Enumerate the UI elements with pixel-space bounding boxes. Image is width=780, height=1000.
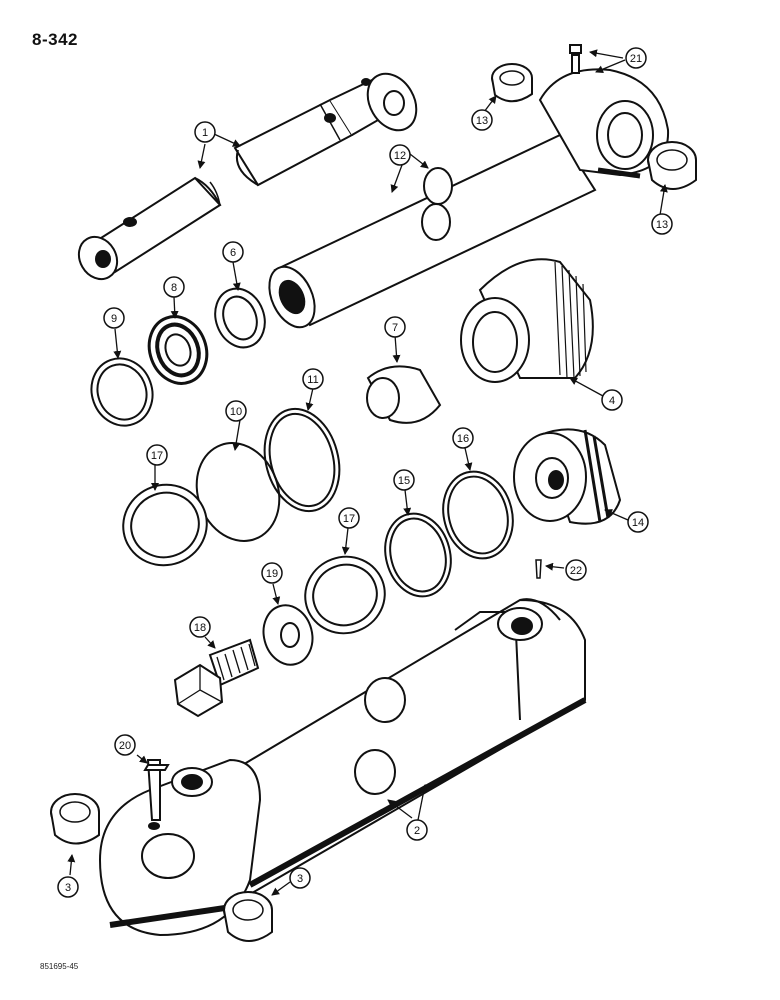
callout-4: 4 [601, 389, 623, 411]
svg-text:13: 13 [656, 219, 668, 231]
callout-13-upper: 13 [471, 109, 493, 131]
callout-9: 9 [103, 307, 125, 329]
callout-3-left: 3 [57, 876, 79, 898]
svg-text:20: 20 [119, 740, 131, 752]
svg-text:4: 4 [609, 395, 615, 407]
svg-text:11: 11 [307, 374, 318, 386]
callout-17-right: 17 [338, 507, 360, 529]
callout-12: 12 [389, 144, 411, 166]
svg-text:15: 15 [398, 475, 410, 487]
set-screw-part [535, 559, 542, 579]
svg-text:14: 14 [632, 517, 644, 529]
tube-part [268, 44, 670, 329]
piston-rod-part [77, 72, 418, 281]
piston-part [513, 428, 622, 525]
svg-text:2: 2 [414, 825, 420, 837]
bolt-part [173, 638, 260, 718]
svg-text:16: 16 [457, 433, 469, 445]
svg-text:18: 18 [194, 622, 206, 634]
ring-part [90, 287, 266, 427]
figure-code: 851695-45 [40, 962, 79, 971]
svg-text:19: 19 [266, 568, 278, 580]
svg-text:21: 21 [630, 53, 642, 65]
callout-11: 11 [302, 368, 324, 390]
callout-22: 22 [565, 559, 587, 581]
callout-18: 18 [189, 616, 211, 638]
svg-text:22: 22 [570, 565, 582, 577]
bushing-part [491, 63, 697, 190]
callout-1: 1 [194, 121, 216, 143]
callout-14: 14 [627, 511, 649, 533]
svg-text:1: 1 [202, 127, 208, 139]
gland-part [460, 258, 594, 383]
seal-part [122, 407, 514, 635]
callout-17-left: 17 [146, 444, 168, 466]
callout-20: 20 [114, 734, 136, 756]
svg-text:3: 3 [297, 873, 303, 885]
callout-15: 16 [452, 427, 474, 449]
svg-text:10: 10 [230, 406, 242, 418]
callout-2: 2 [406, 819, 428, 841]
callout-19: 19 [261, 562, 283, 584]
callouts: 1 12 21 13 13 6 8 9 7 4 10 11 17 16 15 1… [57, 47, 673, 898]
svg-text:17: 17 [343, 513, 355, 525]
bushing-part-lower [50, 793, 273, 942]
callout-13-right: 13 [651, 213, 673, 235]
svg-text:13: 13 [476, 115, 488, 127]
svg-text:9: 9 [111, 313, 117, 325]
svg-text:7: 7 [392, 322, 398, 334]
page-number: 8-342 [32, 30, 78, 49]
callout-7: 7 [384, 316, 406, 338]
callout-8: 8 [163, 276, 185, 298]
svg-text:6: 6 [230, 247, 236, 259]
svg-text:3: 3 [65, 882, 71, 894]
leader-lines [67, 49, 668, 896]
svg-text:17: 17 [151, 450, 163, 462]
barrel-part [98, 598, 587, 937]
callout-3-right: 3 [289, 867, 311, 889]
callout-16: 15 [393, 469, 415, 491]
sleeve-part [366, 365, 442, 424]
callout-10: 10 [225, 400, 247, 422]
callout-21: 21 [625, 47, 647, 69]
callout-6: 6 [222, 241, 244, 263]
svg-text:12: 12 [394, 150, 406, 162]
svg-text:8: 8 [171, 282, 177, 294]
washer-part [262, 604, 314, 666]
